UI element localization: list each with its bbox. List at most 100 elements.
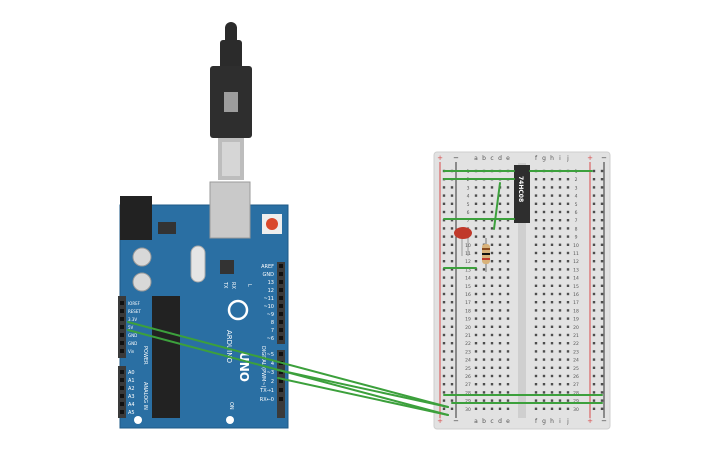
breadboard-hole[interactable]	[566, 292, 570, 296]
breadboard-hole[interactable]	[474, 243, 478, 246]
breadboard-hole[interactable]	[490, 186, 494, 189]
rail-hole[interactable]	[442, 333, 446, 337]
rail-hole[interactable]	[600, 391, 604, 394]
breadboard-hole[interactable]	[550, 227, 554, 230]
breadboard-hole[interactable]	[498, 202, 502, 205]
jumper-wire[interactable]	[277, 377, 449, 416]
breadboard-hole[interactable]	[558, 178, 562, 181]
breadboard-hole[interactable]	[474, 186, 478, 189]
breadboard-hole[interactable]	[542, 268, 546, 271]
breadboard-hole[interactable]	[542, 350, 546, 353]
rail-hole[interactable]	[450, 325, 454, 328]
breadboard-hole[interactable]	[482, 276, 486, 279]
breadboard-hole[interactable]	[550, 268, 554, 271]
rail-hole[interactable]	[600, 284, 604, 287]
rail-hole[interactable]	[442, 374, 446, 378]
breadboard-hole[interactable]	[558, 202, 562, 205]
digital-header-pin[interactable]	[279, 388, 283, 392]
breadboard-hole[interactable]	[482, 358, 486, 361]
digital-header-pin[interactable]	[279, 312, 283, 316]
breadboard-hole[interactable]	[490, 342, 494, 345]
breadboard-hole[interactable]	[506, 202, 510, 205]
breadboard-hole[interactable]	[558, 268, 562, 271]
rail-hole[interactable]	[600, 309, 604, 312]
breadboard-hole[interactable]	[558, 342, 562, 345]
breadboard-hole[interactable]	[482, 186, 486, 189]
breadboard-hole[interactable]	[506, 301, 510, 304]
rail-hole[interactable]	[592, 350, 596, 353]
breadboard-hole[interactable]	[534, 219, 538, 222]
analog-header-pin[interactable]	[120, 386, 124, 390]
breadboard-hole[interactable]	[474, 202, 478, 205]
breadboard-hole[interactable]	[506, 309, 510, 312]
rail-hole[interactable]	[450, 284, 454, 287]
rail-hole[interactable]	[600, 292, 604, 296]
power-header-pin[interactable]	[120, 325, 124, 329]
rail-hole[interactable]	[592, 309, 596, 312]
rail-hole[interactable]	[442, 407, 446, 410]
breadboard-hole[interactable]	[534, 317, 538, 320]
breadboard-hole[interactable]	[558, 219, 562, 222]
rail-hole[interactable]	[592, 407, 596, 410]
rail-hole[interactable]	[600, 227, 604, 230]
breadboard-hole[interactable]	[550, 292, 554, 296]
breadboard-hole[interactable]	[542, 383, 546, 386]
breadboard-hole[interactable]	[550, 186, 554, 189]
breadboard-hole[interactable]	[550, 350, 554, 353]
power-header-pin[interactable]	[120, 333, 124, 337]
breadboard-hole[interactable]	[542, 251, 546, 255]
rail-hole[interactable]	[600, 202, 604, 205]
breadboard-hole[interactable]	[534, 358, 538, 361]
rail-hole[interactable]	[450, 333, 454, 337]
breadboard-hole[interactable]	[534, 301, 538, 304]
digital-header-pin[interactable]	[279, 272, 283, 276]
breadboard-hole[interactable]	[490, 325, 494, 328]
breadboard-hole[interactable]	[474, 301, 478, 304]
breadboard-hole[interactable]	[490, 350, 494, 353]
rail-hole[interactable]	[442, 276, 446, 279]
rail-hole[interactable]	[450, 374, 454, 378]
rail-hole[interactable]	[600, 399, 604, 402]
rail-hole[interactable]	[442, 366, 446, 369]
rail-hole[interactable]	[450, 358, 454, 361]
rail-hole[interactable]	[442, 186, 446, 189]
breadboard-hole[interactable]	[534, 309, 538, 312]
rail-hole[interactable]	[442, 194, 446, 197]
led-red[interactable]	[454, 227, 472, 256]
rail-hole[interactable]	[442, 260, 446, 263]
breadboard-hole[interactable]	[474, 260, 478, 263]
breadboard-hole[interactable]	[566, 251, 570, 255]
breadboard-hole[interactable]	[558, 251, 562, 255]
breadboard-hole[interactable]	[566, 186, 570, 189]
rail-hole[interactable]	[450, 366, 454, 369]
breadboard-hole[interactable]	[506, 374, 510, 378]
breadboard-hole[interactable]	[506, 325, 510, 328]
breadboard-hole[interactable]	[542, 301, 546, 304]
breadboard-hole[interactable]	[534, 374, 538, 378]
breadboard-hole[interactable]	[550, 383, 554, 386]
breadboard-hole[interactable]	[482, 301, 486, 304]
breadboard-hole[interactable]	[482, 383, 486, 386]
breadboard-hole[interactable]	[550, 366, 554, 369]
breadboard-hole[interactable]	[542, 202, 546, 205]
rail-hole[interactable]	[442, 309, 446, 312]
breadboard-hole[interactable]	[498, 284, 502, 287]
breadboard-hole[interactable]	[506, 260, 510, 263]
digital-header-pin[interactable]	[279, 397, 283, 401]
breadboard-hole[interactable]	[534, 178, 538, 181]
breadboard-hole[interactable]	[566, 333, 570, 337]
breadboard-hole[interactable]	[534, 276, 538, 279]
breadboard-hole[interactable]	[482, 333, 486, 337]
rail-hole[interactable]	[592, 391, 596, 394]
breadboard-hole[interactable]	[490, 243, 494, 246]
breadboard-hole[interactable]	[534, 251, 538, 255]
analog-header-pin[interactable]	[120, 378, 124, 382]
breadboard-hole[interactable]	[474, 399, 478, 402]
jumper-wire[interactable]	[493, 182, 501, 230]
rail-hole[interactable]	[442, 235, 446, 238]
rail-hole[interactable]	[600, 407, 604, 410]
breadboard-hole[interactable]	[550, 284, 554, 287]
breadboard-hole[interactable]	[490, 227, 494, 230]
breadboard-hole[interactable]	[566, 268, 570, 271]
rail-hole[interactable]	[592, 276, 596, 279]
